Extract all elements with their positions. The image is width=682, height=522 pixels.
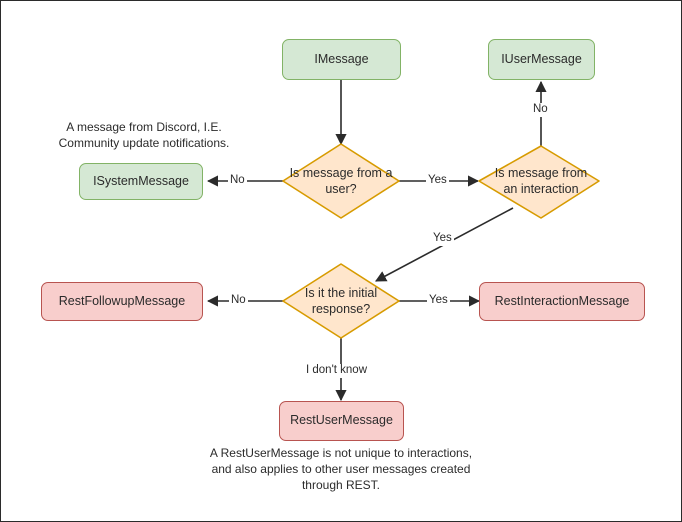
node-restusermessage[interactable]: RestUserMessage	[279, 401, 404, 441]
node-restfollowupmessage-label: RestFollowupMessage	[58, 293, 186, 308]
edge-label-interaction-no: No	[531, 103, 550, 117]
note-isystemmessage: A message from Discord, I.E. Community u…	[58, 120, 230, 151]
node-restinteractionmessage-label: RestInteractionMessage	[494, 293, 630, 308]
node-iusermessage-label: IUserMessage	[501, 51, 582, 66]
node-isystemmessage-label: ISystemMessage	[93, 173, 189, 188]
edge-label-initial-no: No	[229, 294, 248, 308]
diamond-is-it-the-initial-response	[282, 263, 400, 339]
node-restusermessage-label: RestUserMessage	[290, 413, 393, 428]
edge-label-initial-idk: I don't know	[304, 364, 370, 378]
node-restfollowupmessage[interactable]: RestFollowupMessage	[41, 282, 203, 321]
node-isystemmessage[interactable]: ISystemMessage	[79, 163, 203, 200]
edge-label-user-no: No	[228, 174, 247, 188]
node-iusermessage[interactable]: IUserMessage	[488, 39, 595, 80]
edge-label-user-yes: Yes	[426, 174, 449, 188]
diamond-is-message-from-user	[282, 143, 400, 219]
edge-label-initial-yes: Yes	[427, 294, 450, 308]
note-restusermessage: A RestUserMessage is not unique to inter…	[209, 446, 473, 493]
edge-label-interaction-yes: Yes	[431, 232, 454, 246]
node-restinteractionmessage[interactable]: RestInteractionMessage	[479, 282, 645, 321]
node-imessage[interactable]: IMessage	[282, 39, 401, 80]
node-imessage-label: IMessage	[314, 51, 369, 66]
diamond-is-message-from-interaction	[478, 145, 600, 219]
